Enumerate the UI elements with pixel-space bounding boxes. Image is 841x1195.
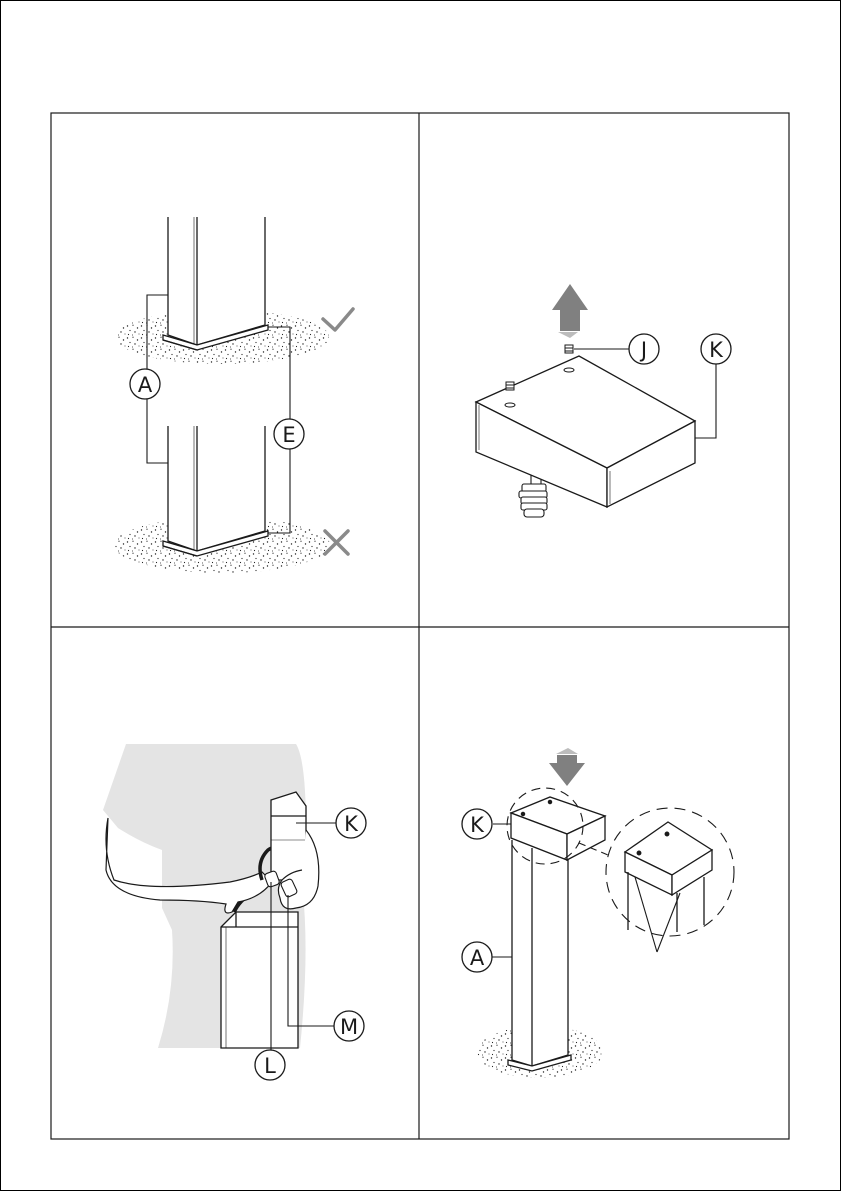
callout-k-label: K [709,338,724,362]
panel-4: K A [462,748,734,1078]
callout-e: E [274,419,304,449]
panel-grid [51,113,789,1139]
callout-a: A [130,369,160,399]
post-a [508,840,571,1071]
callout-k: K [701,334,731,364]
callout-k: K [336,808,366,838]
callout-a-label: A [470,946,485,970]
callout-j-label: J [639,338,647,362]
leader-lines-panel-4 [492,824,512,957]
panel-2: J K [476,284,731,517]
callout-k-label: K [470,813,485,837]
callout-k: K [462,809,492,839]
callout-l: L [255,1050,285,1080]
control-box-held [271,792,306,880]
panel-3: K L M [103,744,366,1080]
callout-l-label: L [264,1054,276,1078]
checkmark-icon [323,309,353,330]
post-incorrect [163,426,268,556]
callout-j: J [629,334,659,364]
control-box-k [476,356,695,507]
callout-a: A [462,942,492,972]
panel-1: A E [114,217,353,573]
callout-k-label: K [344,812,359,836]
down-arrow-icon [549,748,585,786]
up-arrow-icon [552,284,588,338]
callout-a-label: A [138,373,153,397]
callout-m: M [334,1011,364,1041]
post-open-top [221,912,298,1048]
callout-e-label: E [282,423,295,447]
post-correct [163,217,268,350]
callout-m-label: M [340,1015,358,1039]
